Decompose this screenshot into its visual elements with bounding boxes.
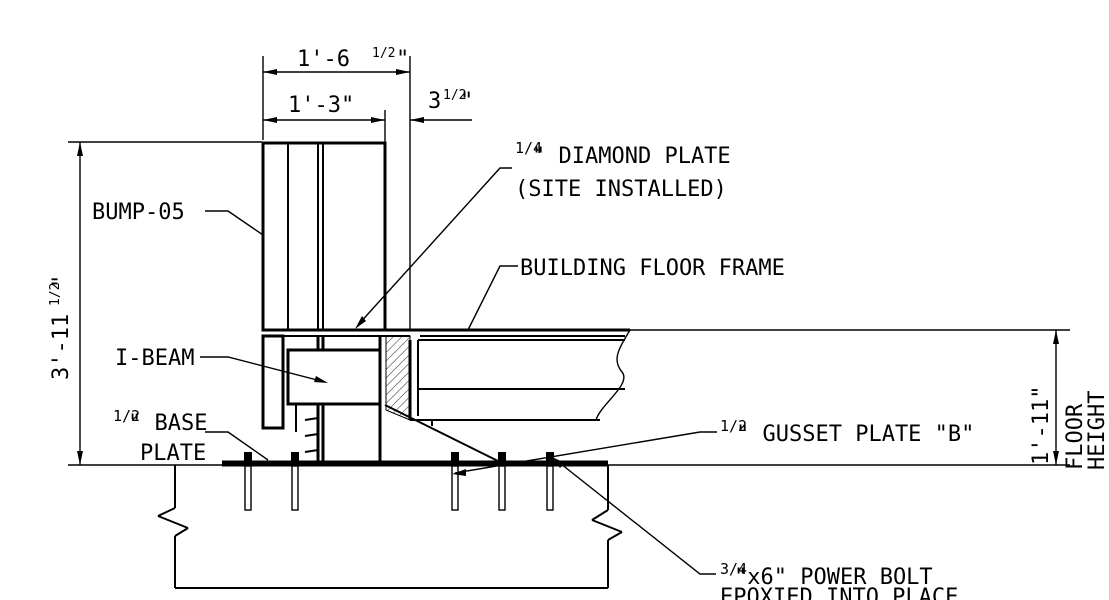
base-plate-line-1: " BASE xyxy=(128,411,207,436)
bolt xyxy=(498,452,506,511)
i-beam xyxy=(261,334,382,462)
bolt xyxy=(291,452,299,511)
building-floor-frame xyxy=(408,328,631,426)
callout-diamond-plate: 1/4 " DIAMOND PLATE (SITE INSTALLED) xyxy=(355,139,731,329)
dimension-floor-height: 1'-11" FLOOR HEIGHT xyxy=(608,329,1109,470)
dimension-offset: 3 1/2 " xyxy=(410,88,473,123)
callout-ibeam: I-BEAM xyxy=(115,346,328,383)
bolt xyxy=(546,452,554,511)
diamond-plate-line-1: " DIAMOND PLATE xyxy=(532,144,731,169)
base-plate-line-2: PLATE xyxy=(140,441,206,466)
overall-width-frac: 1/2 xyxy=(372,46,395,61)
gusset-plate-b xyxy=(384,404,501,463)
dimension-inner-width: 1'-3" xyxy=(263,93,386,143)
ibeam-label: I-BEAM xyxy=(115,346,194,371)
diamond-plate-line-2: (SITE INSTALLED) xyxy=(515,177,727,202)
concrete-slab xyxy=(157,465,623,589)
callout-floor-frame: BUILDING FLOOR FRAME xyxy=(467,256,785,331)
diamond-plate-frac: 1/4 xyxy=(515,139,542,157)
bolt-frac: 3/4 xyxy=(720,560,747,578)
bolt xyxy=(451,452,459,511)
callout-power-bolt: 3/4 "x6" POWER BOLT EPOXIED INTO PLACE xyxy=(552,457,958,600)
diamond-plate xyxy=(263,328,435,337)
bolt-line-2: EPOXIED INTO PLACE xyxy=(720,585,958,600)
svg-text:": " xyxy=(396,47,409,72)
total-height-label: 3'-11 xyxy=(49,314,74,380)
dimension-total-height: 3'-11 1/2 " xyxy=(48,141,262,465)
gusset-frac: 1/2 xyxy=(720,417,747,435)
floor-frame-label: BUILDING FLOOR FRAME xyxy=(520,256,785,281)
bump-post xyxy=(261,141,387,332)
base-plate xyxy=(222,460,608,467)
dimension-overall-width: 1'-6 1/2 " xyxy=(262,46,411,330)
bolt xyxy=(244,452,252,511)
bump-label: BUMP-05 xyxy=(92,200,185,225)
overall-width-label: 1'-6 xyxy=(297,47,350,72)
inner-width-label: 1'-3" xyxy=(288,93,354,118)
floor-height-label-2: HEIGHT xyxy=(1085,391,1109,470)
callout-bump: BUMP-05 xyxy=(92,200,264,236)
floor-height-value: 1'-11" xyxy=(1029,386,1054,465)
svg-text:": " xyxy=(49,275,74,288)
total-height-frac: 1/2 xyxy=(48,283,63,306)
floor-height-label-1: FLOOR xyxy=(1063,403,1088,470)
callout-gusset: 1/2 " GUSSET PLATE "B" xyxy=(452,417,974,476)
offset-label: 3 xyxy=(428,89,441,114)
callout-base-plate: 1/2 " BASE PLATE xyxy=(113,407,269,466)
bolt-line-1: "x6" POWER BOLT xyxy=(734,565,933,590)
gusset-label: " GUSSET PLATE "B" xyxy=(736,422,974,447)
base-plate-frac: 1/2 xyxy=(113,407,140,425)
svg-text:": " xyxy=(460,89,473,114)
stiffener-clips xyxy=(304,417,319,453)
offset-frac: 1/2 xyxy=(443,88,466,103)
